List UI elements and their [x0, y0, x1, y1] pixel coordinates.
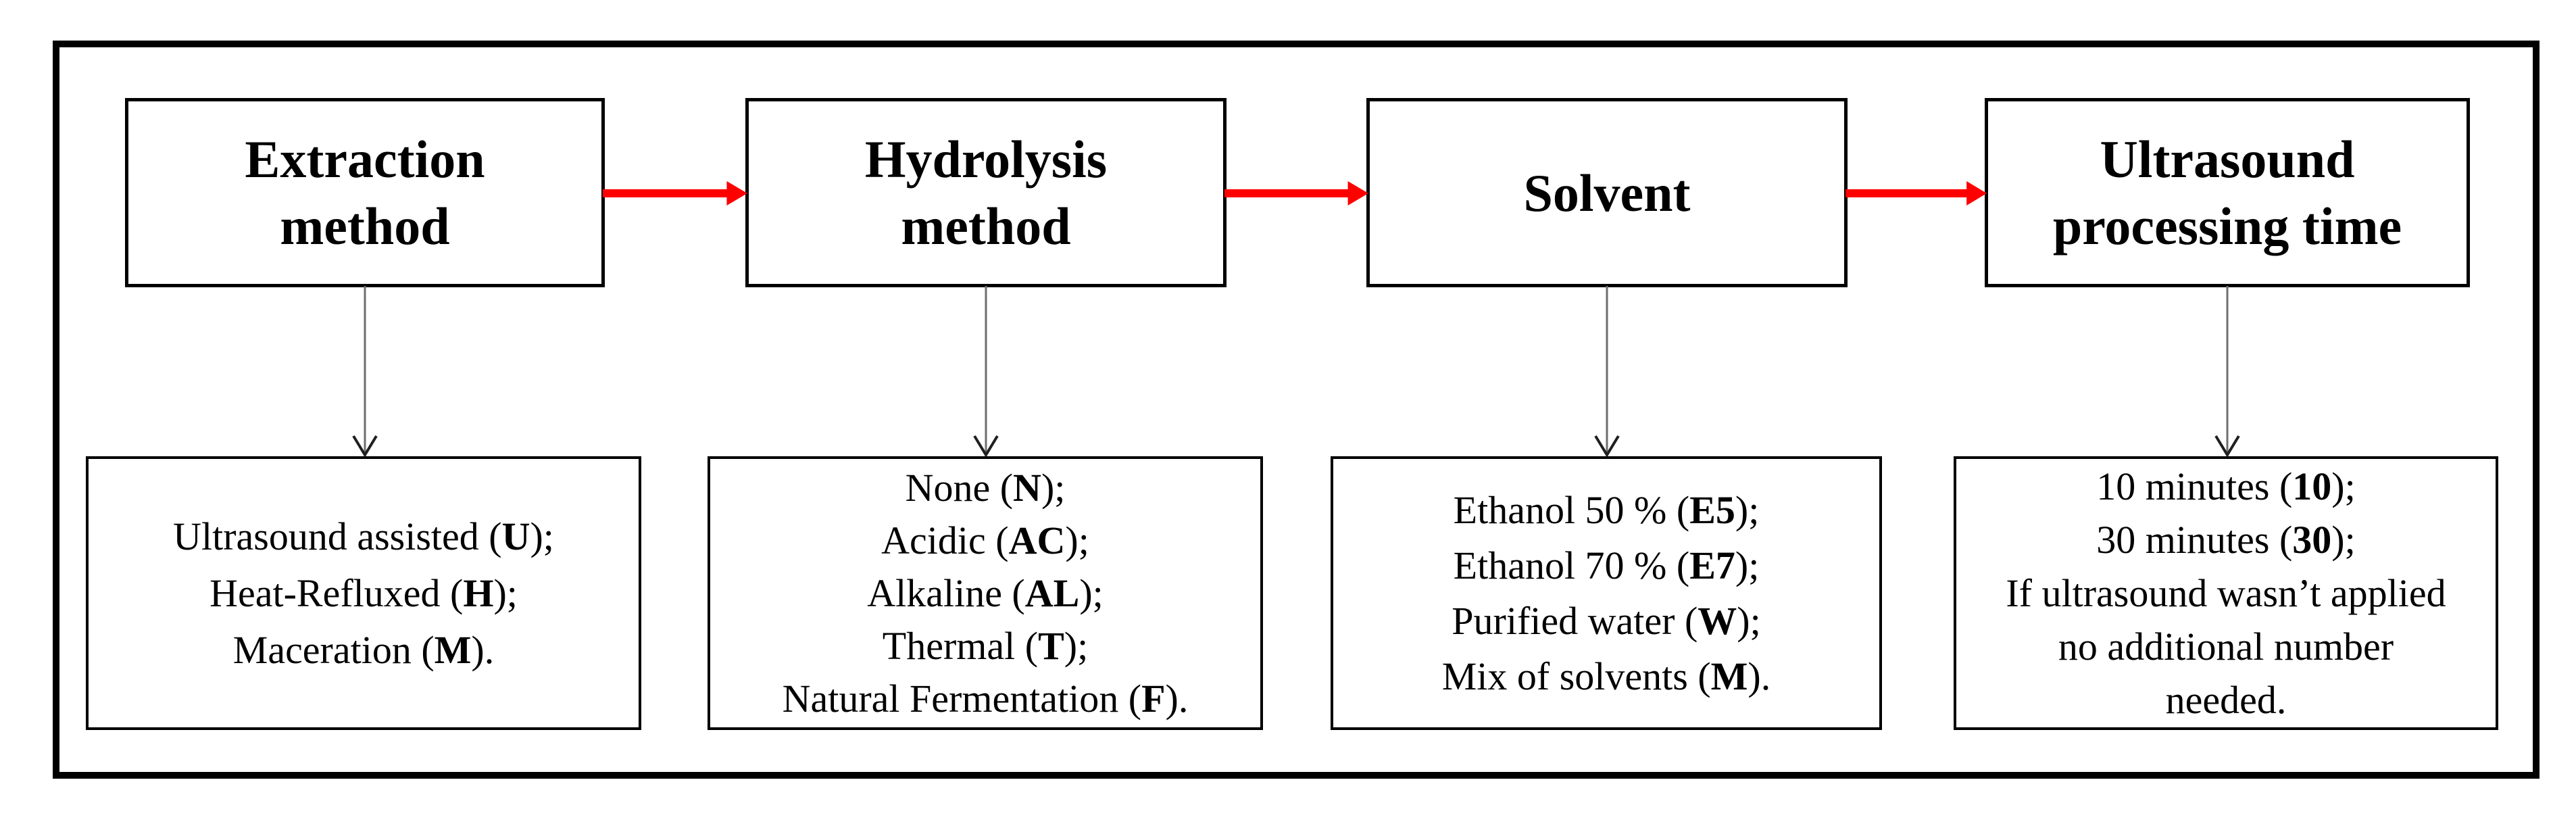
- header-line: Extraction: [245, 130, 485, 189]
- flow-arrow-right-icon: [603, 181, 747, 205]
- header-text: Hydrolysis method: [865, 126, 1107, 260]
- header-text: Solvent: [1523, 160, 1690, 226]
- down-arrow-icon: [2214, 286, 2240, 458]
- option-line: 30 minutes (30);: [2096, 518, 2356, 562]
- options-box-hydrolysis-method: None (N); Acidic (AC); Alkaline (AL); Therm…: [708, 456, 1263, 730]
- header-line: Solvent: [1523, 163, 1691, 222]
- options-text: None (N); Acidic (AC); Alkaline (AL); Therm…: [783, 462, 1189, 725]
- header-line: method: [901, 197, 1071, 256]
- header-box-solvent: Solvent: [1366, 98, 1848, 287]
- option-line: no additional number: [2058, 625, 2394, 669]
- options-text: Ultrasound assisted (U); Heat-Refluxed (H…: [173, 508, 554, 679]
- header-line: Hydrolysis: [864, 130, 1108, 189]
- option-line: Natural Fermentation (F).: [782, 676, 1189, 721]
- options-text: Ethanol 50 % (E5); Ethanol 70 % (E7); Puri…: [1442, 483, 1771, 704]
- option-line: Ethanol 70 % (E7);: [1453, 543, 1760, 587]
- flow-arrow-right-icon: [1846, 181, 1987, 205]
- option-line: Alkaline (AL);: [867, 570, 1104, 615]
- header-line: processing time: [2052, 197, 2402, 256]
- option-line: 10 minutes (10);: [2096, 464, 2356, 508]
- down-arrow-icon: [352, 286, 378, 458]
- down-arrow-icon: [973, 286, 999, 458]
- option-line: Purified water (W);: [1452, 598, 1761, 643]
- options-box-extraction-method: Ultrasound assisted (U); Heat-Refluxed (H…: [86, 456, 641, 730]
- options-box-solvent: Ethanol 50 % (E5); Ethanol 70 % (E7); Puri…: [1331, 456, 1882, 730]
- option-line: needed.: [2165, 678, 2287, 722]
- option-line: Thermal (T);: [882, 623, 1089, 668]
- options-box-ultrasound-processing-time: 10 minutes (10); 30 minutes (30); If ultra…: [1954, 456, 2498, 730]
- option-line: If ultrasound wasn’t applied: [2006, 571, 2446, 615]
- option-line: Ethanol 50 % (E5);: [1453, 487, 1760, 532]
- option-line: Maceration (M).: [232, 627, 495, 672]
- flow-arrow-right-icon: [1224, 181, 1368, 205]
- option-line: Acidic (AC);: [881, 518, 1089, 562]
- option-line: None (N);: [905, 465, 1066, 510]
- option-line: Mix of solvents (M).: [1441, 654, 1771, 698]
- option-line: Heat-Refluxed (H);: [209, 570, 518, 615]
- header-box-hydrolysis-method: Hydrolysis method: [745, 98, 1227, 287]
- header-text: Ultrasound processing time: [2053, 126, 2402, 260]
- down-arrow-icon: [1594, 286, 1620, 458]
- options-text: 10 minutes (10); 30 minutes (30); If ultra…: [2006, 460, 2446, 727]
- header-line: Ultrasound: [2100, 130, 2355, 189]
- header-box-extraction-method: Extraction method: [125, 98, 605, 287]
- option-line: Ultrasound assisted (U);: [173, 514, 554, 558]
- header-line: method: [280, 197, 450, 256]
- header-text: Extraction method: [245, 126, 485, 260]
- header-box-ultrasound-processing-time: Ultrasound processing time: [1985, 98, 2470, 287]
